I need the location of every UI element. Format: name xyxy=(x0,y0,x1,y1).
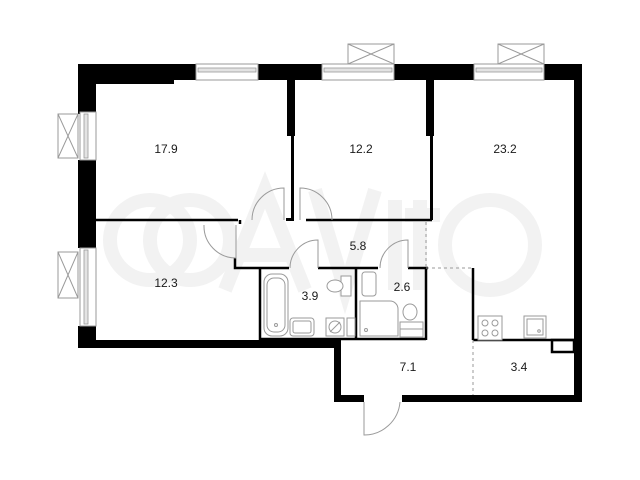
window-top-2 xyxy=(321,43,395,81)
room-area-shower-room: 2.6 xyxy=(394,280,411,294)
stove-icon xyxy=(477,315,503,341)
window-top-3 xyxy=(473,43,545,81)
window-top-1 xyxy=(195,63,259,81)
sink-icon xyxy=(289,317,315,337)
interior-walls xyxy=(96,218,576,354)
shower-toilet-icon xyxy=(399,303,424,338)
room-area-bathroom: 3.9 xyxy=(302,289,319,303)
washing-machine-icon xyxy=(325,317,356,337)
room-area-bedroom-3: 12.3 xyxy=(154,276,178,290)
watermark xyxy=(103,171,542,315)
bathtub-icon xyxy=(263,273,289,337)
shower-sink-icon xyxy=(361,271,377,297)
walls xyxy=(78,64,582,402)
window-left-2 xyxy=(57,247,97,327)
zone-dividers xyxy=(425,222,474,395)
room-area-living-kitchen: 23.2 xyxy=(493,142,517,156)
room-area-bedroom-2: 12.2 xyxy=(349,142,373,156)
window-left-1 xyxy=(57,111,97,161)
toilet-icon xyxy=(326,275,352,297)
room-area-bedroom-1: 17.9 xyxy=(154,142,178,156)
room-area-kitchen-nook: 3.4 xyxy=(511,360,528,374)
room-area-hallway: 5.8 xyxy=(350,239,367,253)
kitchen-sink-icon xyxy=(523,315,547,339)
room-area-entrance-hall: 7.1 xyxy=(400,360,417,374)
shower-tray-icon xyxy=(359,300,399,337)
doors xyxy=(203,187,409,436)
